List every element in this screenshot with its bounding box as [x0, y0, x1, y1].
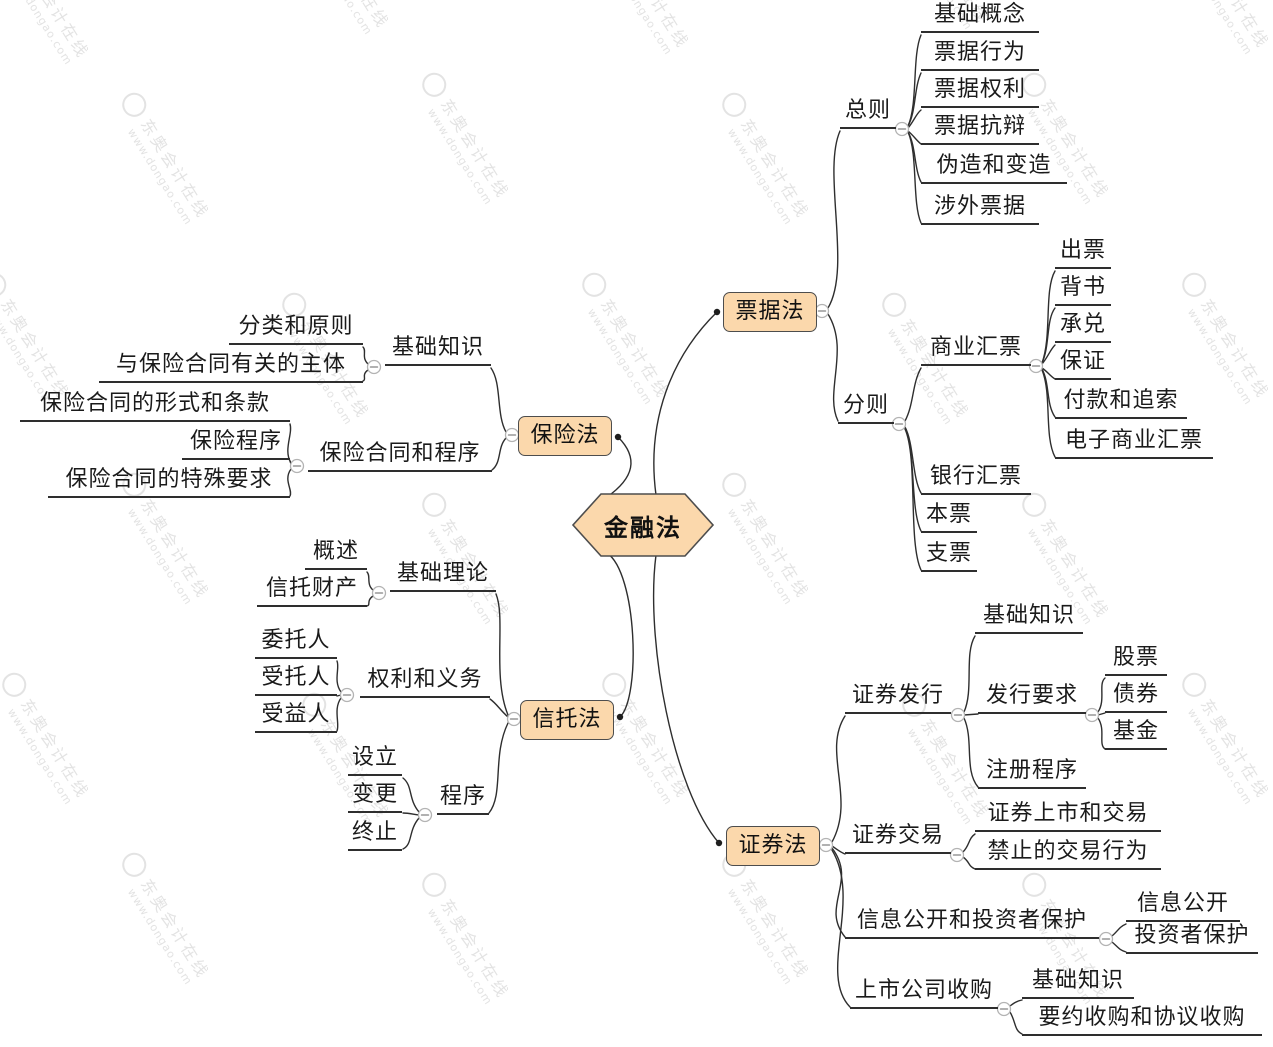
node-issuance-requirements[interactable]: 发行要求	[978, 682, 1086, 714]
collapse-toggle[interactable]	[814, 303, 830, 319]
center-node-financial-law[interactable]: 金融法	[604, 513, 682, 542]
node-beneficiary[interactable]: 受益人	[255, 701, 337, 733]
node-insurance-basics[interactable]: 基础知识	[385, 334, 491, 366]
node-issuance[interactable]: 出票	[1055, 237, 1111, 269]
collapse-toggle[interactable]	[818, 837, 834, 853]
collapse-toggle[interactable]	[949, 847, 965, 863]
node-insurance-contract-parties[interactable]: 与保险合同有关的主体	[99, 351, 363, 383]
collapse-toggle[interactable]	[1028, 358, 1044, 374]
node-information-disclosure[interactable]: 信息公开	[1126, 890, 1240, 922]
node-modification[interactable]: 变更	[348, 781, 402, 813]
node-listed-company-acquisition[interactable]: 上市公司收购	[850, 977, 998, 1009]
collapse-toggle[interactable]	[366, 359, 382, 375]
node-commercial-draft[interactable]: 商业汇票	[921, 334, 1031, 366]
collapse-toggle[interactable]	[417, 807, 433, 823]
node-instrument-acts[interactable]: 票据行为	[921, 39, 1039, 71]
collapse-toggle[interactable]	[289, 458, 305, 474]
node-prohibited-trading[interactable]: 禁止的交易行为	[975, 838, 1161, 870]
node-overview[interactable]: 概述	[305, 538, 367, 570]
collapse-toggle[interactable]	[891, 416, 907, 432]
collapse-toggle[interactable]	[371, 585, 387, 601]
node-instrument-rights[interactable]: 票据权利	[921, 76, 1039, 108]
node-funds[interactable]: 基金	[1105, 718, 1167, 750]
collapse-toggle[interactable]	[996, 1001, 1012, 1017]
node-termination[interactable]: 终止	[348, 819, 402, 851]
center-node-shape[interactable]	[571, 493, 715, 557]
node-tender-agreement-acquisition[interactable]: 要约收购和协议收购	[1022, 1004, 1262, 1036]
node-classification-principles[interactable]: 分类和原则	[229, 313, 363, 345]
branch-securities-law[interactable]: 证券法	[726, 826, 820, 866]
node-settlor[interactable]: 委托人	[255, 627, 337, 659]
node-electronic-commercial-draft[interactable]: 电子商业汇票	[1055, 427, 1213, 459]
node-trust-property[interactable]: 信托财产	[257, 575, 367, 607]
node-contract-form-terms[interactable]: 保险合同的形式和条款	[20, 390, 290, 422]
node-establishment[interactable]: 设立	[348, 744, 402, 776]
node-check[interactable]: 支票	[921, 540, 977, 572]
branch-negotiable-instruments-law[interactable]: 票据法	[723, 292, 817, 332]
node-listing-trading[interactable]: 证券上市和交易	[975, 800, 1161, 832]
node-trustee[interactable]: 受托人	[255, 664, 337, 696]
node-instrument-defenses[interactable]: 票据抗辩	[921, 113, 1039, 145]
node-acquisition-basics[interactable]: 基础知识	[1022, 967, 1134, 999]
collapse-toggle[interactable]	[339, 687, 355, 703]
node-forgery-alteration[interactable]: 伪造和变造	[921, 152, 1067, 184]
node-issuance-basics[interactable]: 基础知识	[975, 602, 1083, 634]
node-foreign-instruments[interactable]: 涉外票据	[921, 193, 1039, 225]
node-general-provisions[interactable]: 总则	[840, 97, 896, 129]
node-acceptance[interactable]: 承兑	[1055, 311, 1111, 343]
node-bonds[interactable]: 债券	[1105, 681, 1167, 713]
node-basic-theory[interactable]: 基础理论	[390, 560, 496, 592]
node-investor-protection[interactable]: 投资者保护	[1126, 922, 1258, 954]
node-insurance-procedure[interactable]: 保险程序	[182, 428, 290, 460]
connection-dots	[614, 308, 723, 847]
collapse-toggle[interactable]	[1084, 707, 1100, 723]
node-payment-recourse[interactable]: 付款和追索	[1055, 387, 1187, 419]
collapse-toggle[interactable]	[1098, 931, 1114, 947]
node-securities-trading[interactable]: 证券交易	[845, 822, 951, 854]
node-contract-special-requirements[interactable]: 保险合同的特殊要求	[48, 466, 290, 498]
collapse-toggle[interactable]	[506, 711, 522, 727]
node-registration-procedure[interactable]: 注册程序	[978, 757, 1086, 789]
branch-insurance-law[interactable]: 保险法	[518, 416, 612, 456]
node-bank-draft[interactable]: 银行汇票	[921, 463, 1031, 495]
node-disclosure-investor-protection[interactable]: 信息公开和投资者保护	[845, 907, 1099, 939]
node-guarantee[interactable]: 保证	[1055, 348, 1111, 380]
node-stocks[interactable]: 股票	[1105, 644, 1167, 676]
node-basic-concepts[interactable]: 基础概念	[921, 1, 1039, 33]
node-securities-issuance[interactable]: 证券发行	[845, 682, 951, 714]
collapse-toggle[interactable]	[950, 707, 966, 723]
collapse-toggle[interactable]	[894, 121, 910, 137]
node-rights-obligations[interactable]: 权利和义务	[360, 666, 490, 698]
branch-trust-law[interactable]: 信托法	[520, 700, 614, 740]
node-promissory-note[interactable]: 本票	[921, 501, 977, 533]
connector-lines	[287, 34, 1127, 1035]
collapse-toggle[interactable]	[504, 427, 520, 443]
node-specific-provisions[interactable]: 分则	[838, 392, 894, 424]
node-procedure[interactable]: 程序	[437, 783, 489, 815]
node-endorsement[interactable]: 背书	[1055, 274, 1111, 306]
node-insurance-contract-procedure[interactable]: 保险合同和程序	[308, 440, 492, 472]
